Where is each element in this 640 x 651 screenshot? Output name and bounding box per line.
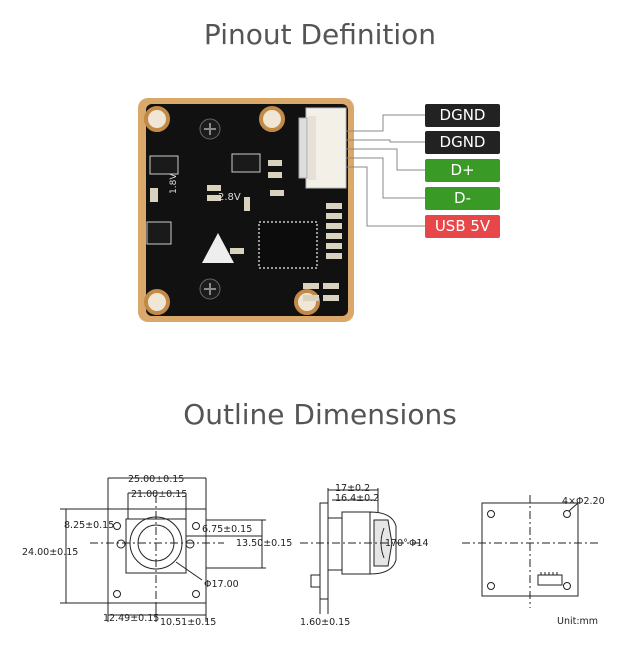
dim-bottom-left: 12.49±0.15 (103, 613, 159, 624)
silk-2v8: 2.8V (218, 192, 241, 203)
dim-width-inner: 21.00±0.15 (131, 489, 187, 500)
dim-lens-dia: Φ17.00 (204, 579, 239, 590)
pin-label-dgnd-2: DGND (425, 131, 500, 154)
pin-label-usb5v: USB 5V (425, 215, 500, 238)
dim-fov: 170° (385, 538, 408, 549)
back-view (462, 495, 600, 608)
dim-holes: 4×Φ2.20 (562, 496, 605, 507)
pin-leader-lines (346, 114, 425, 227)
pin-label-dminus: D- (425, 187, 500, 210)
silk-1v8: 1.8V (169, 173, 179, 194)
dim-bottom-right: 10.51±0.15 (160, 617, 216, 628)
side-view (300, 488, 420, 614)
front-view (60, 477, 266, 622)
dim-height-inner: 13.50±0.15 (236, 538, 292, 549)
dim-depth-outer: 17±0.2 (335, 483, 370, 494)
unit-label: Unit:mm (557, 616, 598, 627)
dim-width-outer: 25.00±0.15 (128, 474, 184, 485)
pinout-title: Pinout Definition (203, 18, 437, 51)
dim-depth-inner: 16.4±0.2 (335, 493, 379, 504)
camera-board: 1.8V 2.8V (138, 98, 354, 322)
pin-label-dplus: D+ (425, 159, 500, 182)
dim-side-lens-dia: Φ14 (409, 538, 429, 549)
dim-left-offset: 8.25±0.15 (64, 520, 114, 531)
pin-label-dgnd-1: DGND (425, 104, 500, 127)
dim-pcb-thickness: 1.60±0.15 (300, 617, 350, 628)
dim-height: 24.00±0.15 (22, 547, 78, 558)
dim-right-offset: 6.75±0.15 (202, 524, 252, 535)
outline-title: Outline Dimensions (183, 398, 457, 431)
